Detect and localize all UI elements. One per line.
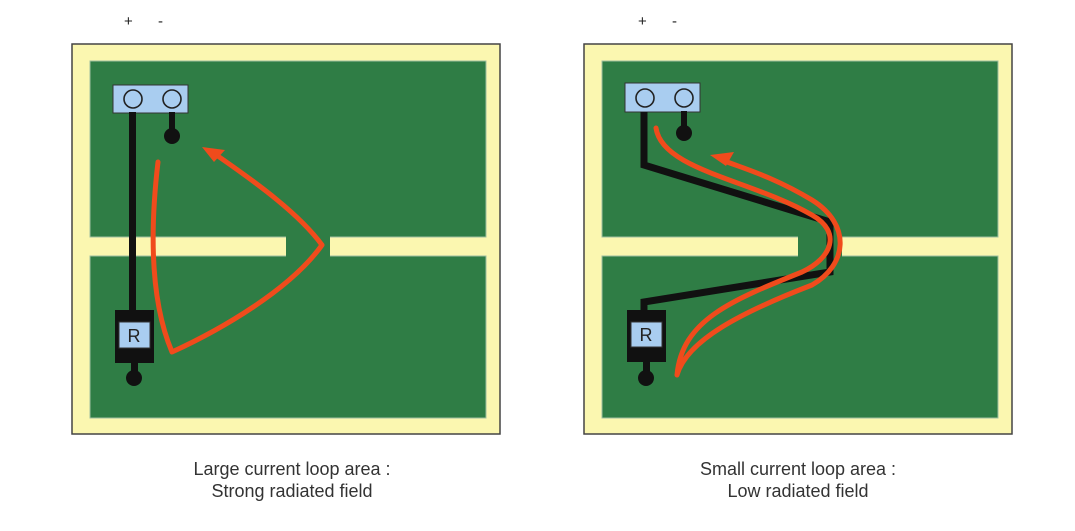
right-polarity-minus: - (672, 13, 677, 30)
right-resistor-pad (630, 321, 663, 348)
left-resistor-label: R (128, 326, 141, 346)
right-resistor-label: R (640, 325, 653, 345)
left-polarity-plus: + (124, 13, 133, 30)
right-caption: Small current loop area : Low radiated f… (598, 458, 998, 502)
right-current-arrowhead (710, 152, 734, 166)
left-resistor-pad (118, 321, 151, 349)
left-caption-line2: Strong radiated field (211, 481, 373, 501)
left-current-arrowhead (202, 147, 225, 162)
right-pcb-board: R (583, 43, 1013, 435)
right-current-loop (653, 125, 843, 378)
left-trace-plus-to-resistor (129, 112, 136, 312)
left-polarity-minus: - (158, 13, 163, 30)
right-connector-pin-plus (635, 88, 655, 108)
right-minus-stub (681, 111, 687, 129)
left-connector-pin-plus (123, 89, 143, 109)
left-connector (112, 84, 189, 114)
right-minus-via (676, 125, 692, 141)
left-resistor-stub (131, 362, 138, 374)
left-minus-via (164, 128, 180, 144)
left-minus-stub (169, 112, 175, 132)
left-connector-pin-minus (162, 89, 182, 109)
right-resistor-stub (643, 361, 650, 374)
right-connector (624, 82, 701, 113)
left-pcb-board: R (71, 43, 501, 435)
left-current-loop (150, 149, 325, 355)
right-caption-line2: Low radiated field (727, 481, 869, 501)
left-diagram: R + - Large current loop area : Strong r… (0, 0, 537, 531)
right-lower-copper-plane (601, 255, 999, 419)
right-caption-line1: Small current loop area : (699, 459, 897, 479)
left-caption: Large current loop area : Strong radiate… (92, 458, 492, 502)
left-caption-line1: Large current loop area : (193, 459, 391, 479)
right-ground-via (638, 370, 654, 386)
left-ground-via (126, 370, 142, 386)
right-diagram: R + - Small current loop area : Low radi… (512, 0, 1049, 531)
right-connector-pin-minus (674, 88, 694, 108)
right-copper-bridge (798, 236, 842, 257)
right-polarity-plus: + (638, 13, 647, 30)
